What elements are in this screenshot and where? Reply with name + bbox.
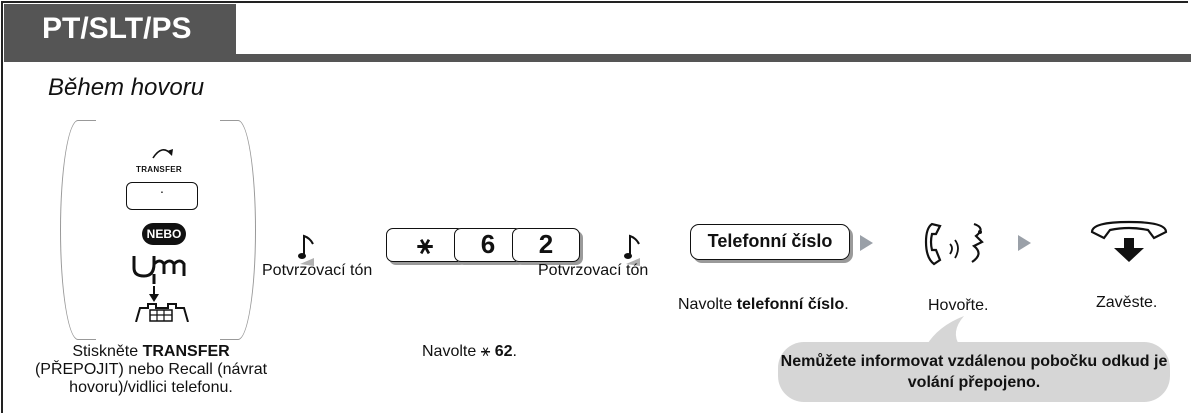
- tone-label-1: Potvrzovací tón: [262, 262, 373, 279]
- step3-caption-bold: telefonní číslo: [736, 296, 845, 313]
- step1-caption-bold: TRANSFER: [142, 343, 230, 360]
- phone-number-button[interactable]: Telefonní číslo: [690, 224, 850, 260]
- callout-pointer: [926, 316, 964, 346]
- key-star[interactable]: ⚹: [386, 228, 464, 262]
- step1-caption: Stiskněte TRANSFER (PŘEPOJIT) nebo Recal…: [0, 343, 302, 397]
- step2-caption-bold: 62: [494, 343, 513, 360]
- talk-caption: Hovořte.: [928, 297, 989, 314]
- transfer-arrow-icon: [152, 149, 173, 159]
- step1-caption-pre: Stiskněte: [72, 343, 143, 360]
- next-arrow-icon: [1018, 235, 1031, 251]
- left-bracket: [60, 120, 96, 340]
- next-arrow-icon: [860, 235, 873, 251]
- talk-icon: [924, 222, 984, 266]
- transfer-key[interactable]: ·: [126, 182, 198, 210]
- step3-caption-pre: Navolte: [678, 296, 737, 313]
- step1-caption-post: (PŘEPOJIT) nebo Recall (návrat hovoru)/v…: [34, 361, 268, 396]
- step3-caption: Navolte telefonní číslo.: [678, 296, 849, 314]
- transfer-key-dot: ·: [159, 183, 165, 199]
- or-badge: NEBO: [142, 223, 186, 245]
- section-heading: Během hovoru: [48, 74, 205, 101]
- key-2[interactable]: 2: [512, 228, 580, 262]
- step2-caption: Navolte ⚹ 62.: [422, 343, 517, 361]
- right-bracket: [220, 120, 256, 340]
- note-callout: Nemůžete informovat vzdálenou pobočku od…: [778, 342, 1170, 402]
- tone-label-2: Potvrzovací tón: [538, 262, 649, 279]
- hangup-caption: Zavěste.: [1096, 294, 1158, 311]
- hook-press-icon: [132, 256, 189, 322]
- confirmation-tone-icon: [298, 234, 314, 266]
- confirmation-tone-icon: [624, 234, 640, 266]
- step2-caption-post: .: [512, 343, 517, 360]
- mode-tab-label: PT/SLT/PS: [42, 12, 192, 45]
- header-rule: [4, 54, 1191, 62]
- transfer-key-label: TRANSFER: [136, 165, 182, 174]
- step2-caption-pre: Navolte ⚹: [422, 343, 495, 360]
- hang-up-icon: [1090, 220, 1168, 262]
- mode-tab: PT/SLT/PS: [4, 4, 236, 54]
- key-6[interactable]: 6: [454, 228, 522, 262]
- step3-caption-post: .: [844, 296, 849, 313]
